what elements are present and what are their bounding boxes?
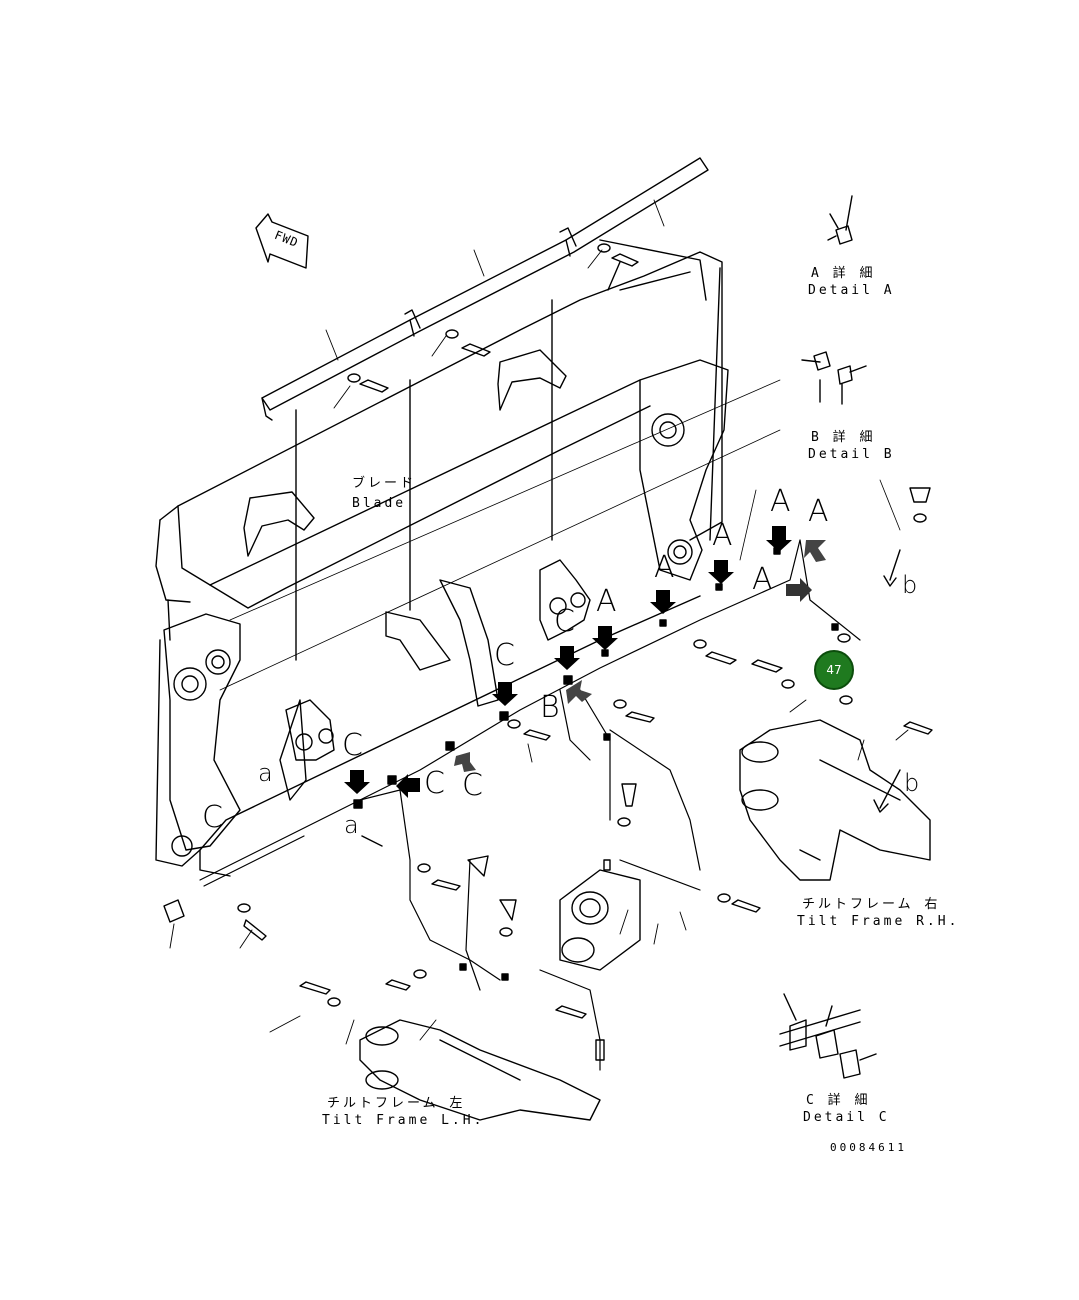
tilt-frame-rh-label-jp: チルトフレーム 右 bbox=[802, 897, 941, 912]
ref-a-small-1: a bbox=[258, 759, 273, 787]
detail-c-label-jp: C 詳 細 bbox=[806, 1093, 871, 1108]
tilt-frame-rh-label-en: Tilt Frame R.H. bbox=[797, 914, 960, 929]
blade-top-rail bbox=[261, 157, 709, 421]
ref-a-5: A bbox=[752, 562, 773, 597]
arrow-b-diag bbox=[566, 680, 592, 704]
detail-b-label-en: Detail B bbox=[808, 447, 895, 462]
ref-c-3: C bbox=[342, 728, 363, 763]
arrow-a-4 bbox=[592, 626, 618, 650]
ref-c-4: C bbox=[424, 766, 445, 801]
arrow-c-3 bbox=[344, 770, 370, 794]
washers bbox=[237, 243, 927, 1007]
left-end-plate bbox=[163, 613, 241, 857]
bolts bbox=[243, 253, 933, 1019]
arrow-a-3 bbox=[650, 590, 676, 614]
tilt-frame-rh bbox=[739, 719, 931, 881]
section-arrows bbox=[344, 526, 826, 798]
leader-lines bbox=[169, 199, 909, 1045]
ref-a-3: A bbox=[712, 518, 733, 553]
arrow-c-4 bbox=[396, 774, 420, 798]
b-arrows bbox=[361, 549, 901, 847]
ref-a-2: A bbox=[808, 494, 829, 529]
ref-a-1: A bbox=[770, 484, 791, 519]
part-callout-47[interactable]: 47 bbox=[814, 650, 854, 690]
tilt-frame-lh-label-jp: チルトフレーム 左 bbox=[327, 1096, 466, 1111]
arrow-c-diag bbox=[454, 752, 476, 772]
ref-c-6: C bbox=[202, 800, 223, 835]
blade-body bbox=[155, 251, 723, 877]
tilt-frame-lh-label-en: Tilt Frame L.H. bbox=[322, 1113, 485, 1128]
blade-label-jp: ブレード bbox=[352, 476, 417, 491]
detail-a-label-en: Detail A bbox=[808, 283, 895, 298]
ref-a-6: A bbox=[596, 584, 617, 619]
detail-c-label-en: Detail C bbox=[803, 1110, 890, 1125]
arrow-a-2 bbox=[708, 560, 734, 584]
fwd-arrow-icon bbox=[255, 213, 309, 269]
ref-c-5: C bbox=[462, 768, 483, 803]
detail-a-clamp bbox=[827, 195, 853, 245]
ref-b-small-1: b bbox=[902, 571, 918, 599]
blade-label-en: Blade bbox=[352, 496, 407, 511]
ref-c-1: C bbox=[554, 604, 575, 639]
reference-lines bbox=[219, 379, 901, 691]
valve-block bbox=[559, 869, 641, 971]
tilt-frame-lh bbox=[359, 1019, 601, 1121]
ref-c-2: C bbox=[494, 638, 515, 673]
center-bracket bbox=[285, 559, 591, 761]
detail-b-label-jp: B 詳 細 bbox=[811, 430, 876, 445]
ref-b-1: B bbox=[540, 690, 560, 725]
fittings bbox=[163, 859, 611, 1061]
arrow-c-2 bbox=[492, 682, 518, 706]
detail-b-clamp bbox=[801, 351, 867, 405]
arrow-a-diag bbox=[804, 540, 826, 562]
arrow-c-1 bbox=[554, 646, 580, 670]
detail-c-clamp bbox=[779, 993, 877, 1079]
right-end-plate bbox=[599, 239, 729, 581]
arrow-a-1 bbox=[766, 526, 792, 552]
arrow-a-side bbox=[786, 578, 812, 602]
ref-a-small-2: a bbox=[344, 811, 359, 839]
hose-lines bbox=[199, 539, 861, 1071]
ref-b-small-2: b bbox=[904, 769, 920, 797]
blade-ribs bbox=[243, 349, 567, 801]
detail-a-label-jp: A 詳 細 bbox=[811, 266, 876, 281]
drawing-number: 00084611 bbox=[830, 1141, 907, 1154]
ref-a-4: A bbox=[654, 550, 675, 585]
